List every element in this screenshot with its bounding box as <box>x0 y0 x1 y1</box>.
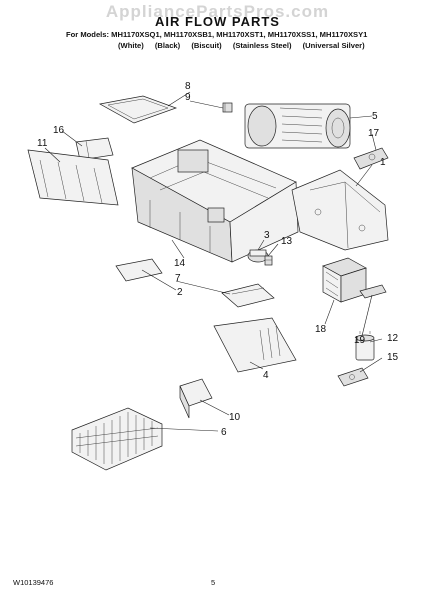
part-exhaust-duct <box>291 169 389 251</box>
callout-8: 8 <box>185 81 191 92</box>
callout-5: 5 <box>372 111 378 122</box>
part-air-guide-16 <box>75 137 114 161</box>
callout-6: 6 <box>221 427 227 438</box>
callout-3: 3 <box>264 230 270 241</box>
finish-list: (White) (Black) (Biscuit) (Stainless Ste… <box>118 41 374 50</box>
part-screw-13 <box>264 255 273 266</box>
callout-12: 12 <box>387 333 399 344</box>
callout-4: 4 <box>263 370 269 381</box>
models-line: For Models: MH1170XSQ1, MH1170XSB1, MH11… <box>66 30 368 39</box>
part-clamp-15 <box>337 367 369 387</box>
callout-17: 17 <box>368 128 380 139</box>
callout-18: 18 <box>315 324 327 335</box>
part-side-duct-11 <box>27 149 119 206</box>
page-title: AIR FLOW PARTS <box>155 14 280 29</box>
part-plate-7 <box>221 283 275 308</box>
callout-19: 19 <box>354 335 366 346</box>
callout-16: 16 <box>53 125 65 136</box>
callout-15: 15 <box>387 352 399 363</box>
part-plate-2 <box>115 258 163 282</box>
page-number: 5 <box>211 578 216 587</box>
part-blower-motor <box>244 103 351 149</box>
part-clip <box>222 102 233 113</box>
finish-white: (White) <box>118 41 144 50</box>
part-bracket-17 <box>353 147 389 170</box>
callout-11: 11 <box>37 138 48 149</box>
leader-lines <box>44 91 383 432</box>
callout-2: 2 <box>177 287 183 298</box>
part-grille <box>71 407 163 471</box>
callout-13: 13 <box>281 236 293 247</box>
callout-7: 7 <box>175 273 181 284</box>
finish-black: (Black) <box>154 41 181 50</box>
callout-1: 1 <box>380 157 386 168</box>
callout-14: 14 <box>174 258 186 269</box>
part-air-duct-housing <box>131 139 299 263</box>
document-number: W10139476 <box>13 578 54 587</box>
part-transformer <box>322 257 367 303</box>
part-bracket-10 <box>179 378 213 419</box>
callout-10: 10 <box>229 412 241 423</box>
finish-biscuit: (Biscuit) <box>191 41 222 50</box>
callout-9: 9 <box>185 92 191 103</box>
part-bracket-19 <box>359 284 387 299</box>
part-filter-pad <box>98 95 178 124</box>
part-panel-4 <box>213 317 297 373</box>
watermark: AppliancePartsPros.com <box>105 2 330 21</box>
finish-silver: (Universal Silver) <box>302 41 365 50</box>
finish-stainless: (Stainless Steel) <box>232 41 292 50</box>
part-capacitor <box>355 331 375 361</box>
